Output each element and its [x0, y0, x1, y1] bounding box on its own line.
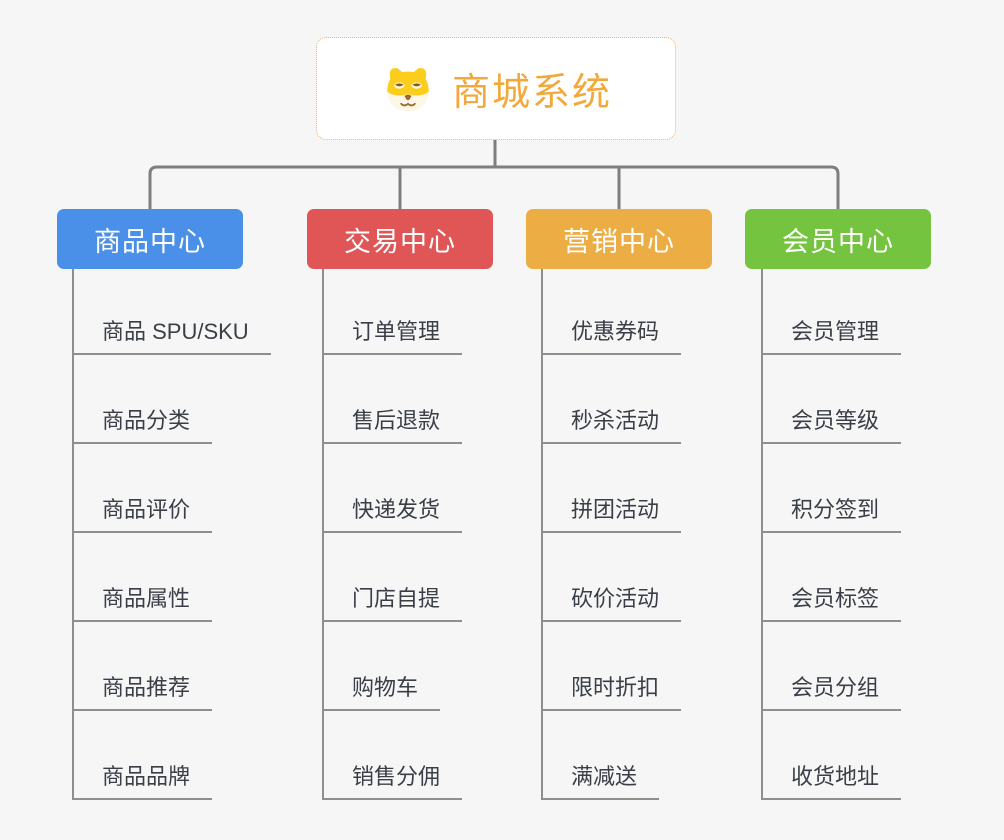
leaf-product-brand[interactable]: 商品品牌 [72, 764, 213, 800]
connector-group [148, 140, 840, 209]
leaf-member-management[interactable]: 会员管理 [761, 319, 902, 355]
leaf-coupon-code[interactable]: 优惠券码 [541, 319, 682, 355]
leaf-points-checkin[interactable]: 积分签到 [761, 497, 902, 533]
branch-label: 交易中心 [344, 226, 456, 257]
leaf-aftersale-refund[interactable]: 售后退款 [322, 408, 463, 444]
rail-line [148, 165, 840, 209]
leaf-product-spu-sku[interactable]: 商品 SPU/SKU [72, 319, 271, 355]
leaf-limited-discount[interactable]: 限时折扣 [541, 675, 682, 711]
leaf-shopping-cart[interactable]: 购物车 [322, 675, 441, 711]
leaf-flash-sale[interactable]: 秒杀活动 [541, 408, 682, 444]
branch-product-center[interactable]: 商品中心 [57, 209, 243, 269]
branch-label: 营销中心 [563, 226, 675, 257]
leaf-product-category[interactable]: 商品分类 [72, 408, 213, 444]
branch-label: 会员中心 [782, 226, 894, 257]
leaf-member-level[interactable]: 会员等级 [761, 408, 902, 444]
trunk-line-marketing [541, 269, 543, 800]
branch-member-center[interactable]: 会员中心 [745, 209, 931, 269]
leaf-product-attribute[interactable]: 商品属性 [72, 586, 213, 622]
leaf-product-review[interactable]: 商品评价 [72, 497, 213, 533]
trunk-line-product [72, 269, 74, 800]
root-title: 商城系统 [451, 72, 612, 114]
leaf-group-buy[interactable]: 拼团活动 [541, 497, 682, 533]
leaf-shipping-address[interactable]: 收货地址 [761, 764, 902, 800]
leaf-full-reduction[interactable]: 满减送 [541, 764, 660, 800]
doge-icon [387, 67, 429, 112]
trunk-line-trade [322, 269, 324, 800]
leaf-product-recommend[interactable]: 商品推荐 [72, 675, 213, 711]
leaf-bargain-activity[interactable]: 砍价活动 [541, 586, 682, 622]
branch-label: 商品中心 [94, 226, 206, 257]
leaf-express-delivery[interactable]: 快递发货 [322, 497, 463, 533]
branch-marketing-center[interactable]: 营销中心 [526, 209, 712, 269]
branch-trade-center[interactable]: 交易中心 [307, 209, 493, 269]
root-node[interactable]: 商城系统 [316, 37, 676, 140]
leaf-member-tag[interactable]: 会员标签 [761, 586, 902, 622]
leaf-sales-commission[interactable]: 销售分佣 [322, 764, 463, 800]
trunk-line-member [761, 269, 763, 800]
leaf-order-management[interactable]: 订单管理 [322, 319, 463, 355]
leaf-member-group[interactable]: 会员分组 [761, 675, 902, 711]
leaf-store-pickup[interactable]: 门店自提 [322, 586, 463, 622]
